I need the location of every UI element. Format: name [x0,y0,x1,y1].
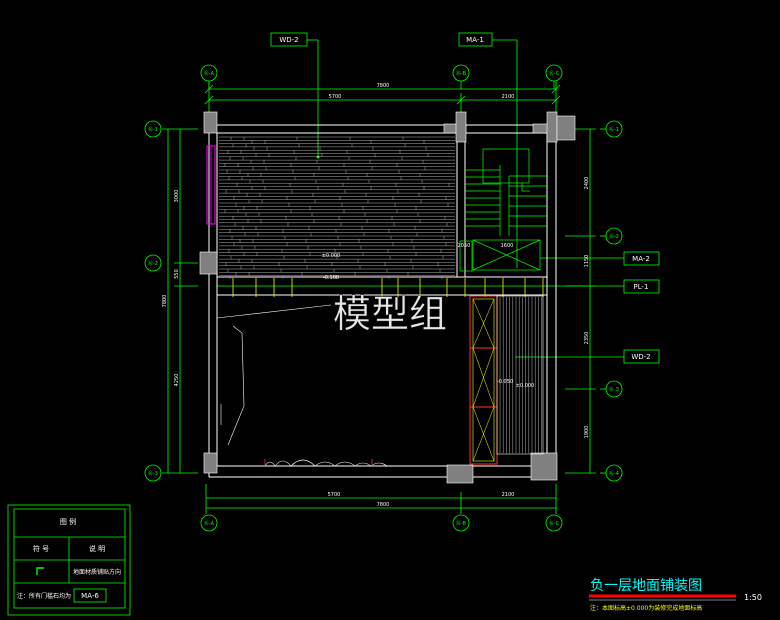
axis-label-bottom-a: ⑯-A [204,520,215,527]
level-upper: ±0.000 [322,253,341,259]
legend-note-tag: MA-6 [81,592,99,600]
dim-top-total: 7800 [377,83,390,89]
axis-bubble-bottom-a [200,514,218,532]
axis-label-right-3: ⑯-3 [609,386,619,393]
lower-room-lines [216,304,388,467]
legend-title: 图 例 [60,517,76,526]
dim-top-a: 5700 [329,94,342,100]
dim-left-c: 4250 [174,374,180,387]
tag-ma2: MA-2 [632,255,650,263]
structural-columns [199,111,576,484]
tag-box-ma2 [623,251,660,266]
level-wardrobe: -0.050 [497,379,513,385]
legend-col-desc: 说 明 [89,544,105,553]
axis-bubble-right-4 [605,464,623,482]
bottom-dimensions [205,484,557,514]
axis-label-right-1: ⑯-1 [609,126,619,133]
level-stair-a: 1600 [501,243,514,249]
window-left [206,145,216,225]
legend-row-desc: 地面材质铺贴方向 [73,568,121,576]
dim-bottom-total: 7800 [377,502,390,508]
dim-right-a: 2400 [584,177,590,190]
left-dimensions [162,128,198,474]
wardrobe [469,295,544,465]
dim-top-b: 2100 [502,94,515,100]
floor-direction-icon [36,567,44,575]
watermark: 模型组 [333,292,447,336]
partition-markers [232,278,544,297]
axis-bubble-left-2 [144,254,162,272]
dim-left-total: 7800 [162,295,168,308]
tag-box-wd2-right [623,349,660,364]
dim-right-c: 2350 [584,332,590,345]
axis-label-top-b: ⑯-B [456,70,467,77]
level-stair-b: 2050 [458,243,471,249]
axis-bubble-right-2 [605,227,623,245]
dim-right-b: 1150 [584,255,590,268]
dim-bottom-b: 2100 [502,492,515,498]
wood-floor-hatch-right [499,297,542,453]
tag-box-wd2-top [270,32,308,47]
axis-bubble-left-1 [144,120,162,138]
dim-left-a: 3000 [174,190,180,203]
dim-left-b: 550 [174,269,180,279]
tag-pl1: PL-1 [634,283,649,291]
axis-label-top-c: ⑯-C [549,70,560,77]
axis-label-right-4: ⑯-4 [609,470,619,477]
wood-floor-hatch-upper [219,136,455,279]
axis-label-left-3: ⑯-3 [148,470,158,477]
axis-label-bottom-b: ⑯-B [456,520,467,527]
axis-label-bottom-c: ⑯-C [549,520,560,527]
dim-right-d: 1900 [584,426,590,439]
tag-wd2-top: WD-2 [279,36,298,44]
legend-note-label: 注：所有门槛石均为 [17,592,71,600]
axis-label-left-2: ⑯-2 [148,260,158,267]
axis-bubble-left-3 [144,464,162,482]
axis-label-top-a: ⑯-A [204,70,215,77]
lower-room-red-marks [264,459,373,466]
drawing-note: 注：本图标高±0.000为装修完成地面标高 [590,604,702,612]
axis-label-right-2: ⑯-2 [609,233,619,240]
staircase [459,148,547,272]
tag-ma1: MA-1 [466,36,484,44]
axis-label-left-1: ⑯-1 [148,126,158,133]
legend-col-symbol: 符 号 [33,544,49,553]
level-corridor: -0.100 [323,275,339,281]
level-wd-strip: ±0.000 [516,383,535,389]
axis-bubble-right-1 [605,120,623,138]
dim-bottom-a: 5700 [328,492,341,498]
tag-box-ma1 [458,32,493,47]
axis-bubble-bottom-c [545,514,563,532]
drawing-scale: 1:50 [744,593,762,602]
axis-bubble-bottom-b [452,514,470,532]
axis-bubble-right-3 [605,380,623,398]
legend-box [7,504,131,616]
tag-wd2-right: WD-2 [631,353,650,361]
drawing-title: 负一层地面铺装图 [590,578,702,594]
tag-box-pl1 [623,279,660,294]
